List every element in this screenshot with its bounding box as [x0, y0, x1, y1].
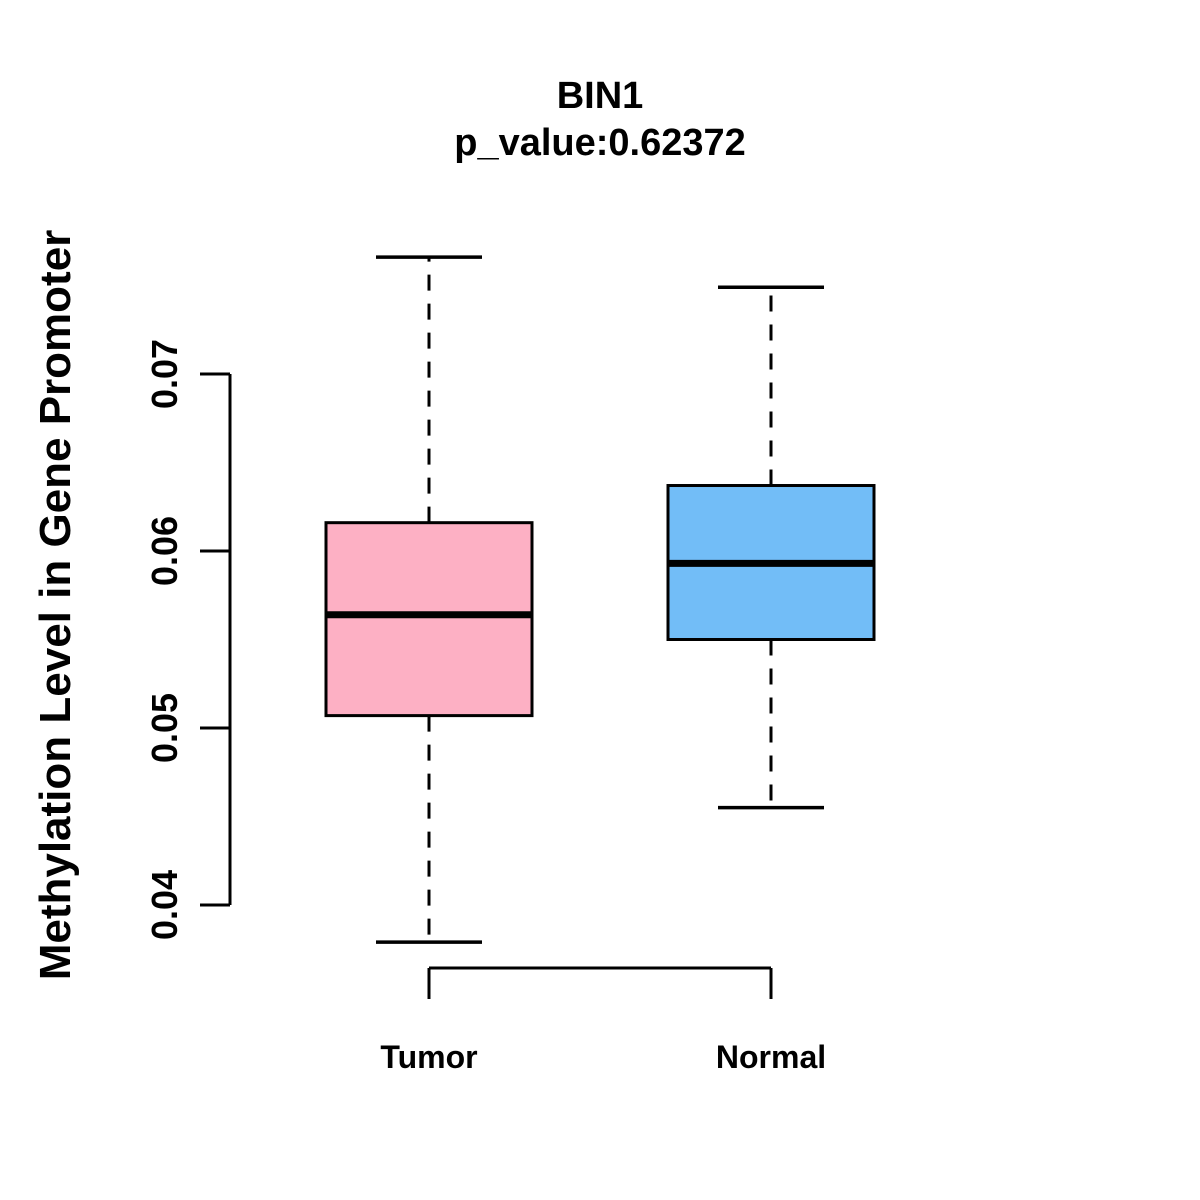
chart-title: BIN1 [557, 75, 644, 117]
x-category-label: Normal [716, 1039, 826, 1075]
chart-subtitle: p_value:0.62372 [454, 122, 746, 164]
y-tick-label: 0.04 [144, 870, 185, 940]
y-tick-label: 0.06 [144, 516, 185, 586]
y-tick-label: 0.05 [144, 693, 185, 763]
y-axis-label: Methylation Level in Gene Promoter [31, 230, 80, 981]
y-tick-label: 0.07 [144, 339, 185, 409]
box-tumor [324, 521, 534, 718]
x-category-label: Tumor [380, 1039, 477, 1075]
